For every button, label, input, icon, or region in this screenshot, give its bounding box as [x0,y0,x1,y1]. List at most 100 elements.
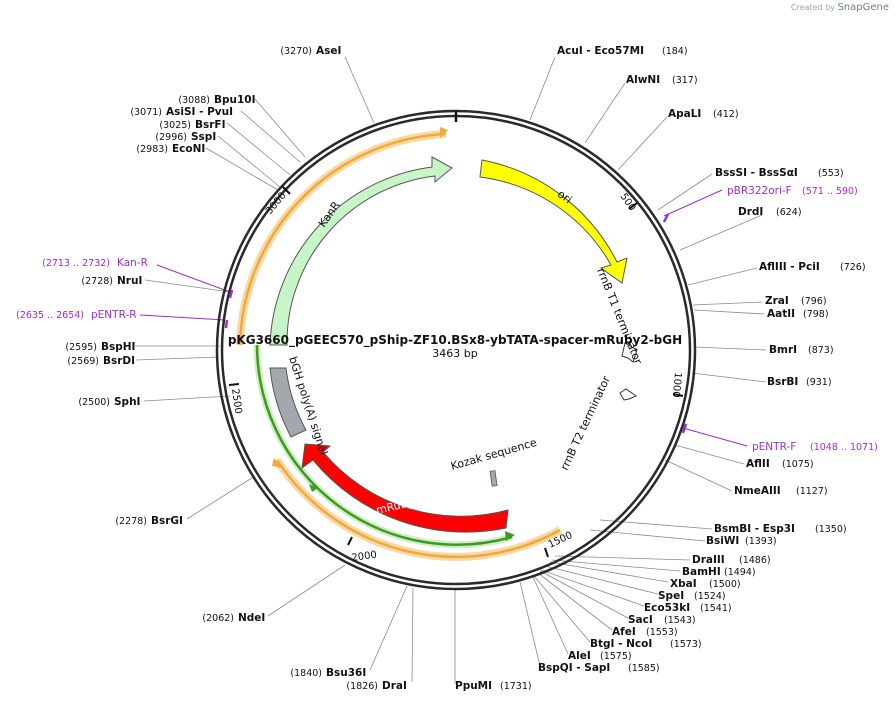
enzyme-position: (2728) [81,276,113,287]
enzyme-label[interactable]: SpeI [658,590,684,602]
ori-feature-arrow [479,159,628,284]
enzyme-position: (2569) [67,356,99,367]
enzyme-label[interactable]: AfeI [612,626,636,638]
rrnb-t2-terminator-arrow [619,388,638,401]
kozak-label: Kozak sequence [449,436,538,473]
kozak-feature [489,470,498,487]
enzyme-position: (1486) [739,555,771,566]
enzyme-label[interactable]: AleI [568,650,591,662]
primer-label[interactable]: pENTR-F [752,441,796,453]
orange-feature-arrowhead-2 [272,458,282,468]
enzyme-label[interactable]: BmrI [769,344,797,356]
enzyme-label[interactable]: BsrBI [767,376,798,388]
enzyme-label[interactable]: DraI [382,680,407,692]
enzyme-position: (2983) [136,144,168,155]
primer-position: (1048 .. 1071) [810,442,878,453]
credit-prefix: Created by [790,3,835,12]
bgh-polya-feature [269,367,307,438]
kanr-feature-arrow [269,156,453,346]
enzyme-position: (317) [672,75,698,86]
enzyme-position: (3025) [159,120,191,131]
enzyme-position: (873) [808,345,834,356]
enzyme-position: (1500) [709,579,741,590]
enzyme-label[interactable]: BtgI - NcoI [590,638,652,650]
enzyme-label[interactable]: BssSI - BssSαI [715,167,798,179]
enzyme-position: (1840) [290,668,322,679]
enzyme-leader-lines [135,56,767,684]
rrnb-t1-terminator-arrow [621,342,638,363]
orange-feature-arrowhead-1 [440,127,448,138]
enzyme-position: (798) [803,309,829,320]
tick-2500: 2500 [229,388,243,415]
green-feature-arc [255,344,513,546]
enzyme-label[interactable]: AflII [746,458,770,470]
enzyme-position: (1585) [628,663,660,674]
snapgene-credit: Created by SnapGene [791,2,889,13]
enzyme-position: (184) [662,46,688,57]
enzyme-label[interactable]: SspI [191,131,216,143]
enzyme-position: (1541) [700,603,732,614]
primer-label[interactable]: Kan-R [117,257,148,269]
enzyme-label[interactable]: Bsu36I [326,667,366,679]
tick-500: 500 [618,191,638,213]
enzyme-position: (624) [776,207,802,218]
enzyme-label[interactable]: ZraI [765,295,789,307]
primer-position: (2713 .. 2732) [42,258,110,269]
enzyme-label[interactable]: ApaLI [668,108,701,120]
enzyme-label[interactable]: EcoNI [172,143,205,155]
enzyme-position: (931) [806,377,832,388]
enzyme-label[interactable]: AsiSI - PvuI [166,106,233,118]
enzyme-position: (1573) [670,639,702,650]
enzyme-label[interactable]: BsrDI [103,355,135,367]
enzyme-label[interactable]: BspHI [101,341,135,353]
green-feature-arrowhead-2 [309,484,318,492]
enzyme-label[interactable]: PpuMI [455,680,492,692]
enzyme-position: (1350) [815,524,847,535]
enzyme-label[interactable]: AcuI - Eco57MI [557,45,644,57]
enzyme-position: (1731) [500,681,532,692]
enzyme-label[interactable]: BsiWI [706,535,739,547]
enzyme-label[interactable]: BsrFI [195,119,226,131]
enzyme-label[interactable]: DrdI [738,206,763,218]
enzyme-label[interactable]: AatII [767,308,795,320]
enzyme-label[interactable]: Bpu10I [214,94,256,106]
snapgene-logo-text: SnapGene [837,2,889,13]
enzyme-label[interactable]: DraIII [692,554,725,566]
enzyme-label[interactable]: AseI [316,45,341,57]
primer-label[interactable]: pENTR-R [91,309,137,321]
enzyme-label[interactable]: Eco53kI [644,602,690,614]
enzyme-position: (2278) [115,516,147,527]
enzyme-label[interactable]: BsmBI - Esp3I [714,523,795,535]
enzyme-position: (1075) [782,459,814,470]
enzyme-position: (1127) [796,486,828,497]
bp-ticks [228,186,684,558]
enzyme-label[interactable]: BspQI - SapI [538,662,610,674]
enzyme-label[interactable]: BsrGI [151,515,183,527]
tick-2000: 2000 [351,550,378,564]
orange-feature-arc-2 [275,459,561,559]
enzyme-label[interactable]: XbaI [670,578,697,590]
enzyme-position: (2500) [78,397,110,408]
primer-markers [224,213,688,434]
enzyme-position: (2062) [202,613,234,624]
enzyme-label[interactable]: NmeAIII [734,485,781,497]
enzyme-label[interactable]: SphI [114,396,140,408]
tick-1000: 1000 [670,372,683,398]
primer-label[interactable]: pBR322ori-F [727,185,792,197]
plasmid-size: 3463 bp [432,347,477,360]
enzyme-label[interactable]: SacI [628,614,653,626]
primer-labels: pBR322ori-F (571 .. 590) pENTR-F (1048 .… [16,185,878,453]
enzyme-label[interactable]: NdeI [238,612,265,624]
enzyme-label[interactable]: BamHI [682,566,721,578]
enzyme-position: (726) [840,262,866,273]
enzyme-position: (1524) [694,591,726,602]
enzyme-labels-right: AcuI - Eco57MI (184) AlwNI (317) ApaLI (… [455,45,866,692]
enzyme-position: (1494) [724,567,756,578]
enzyme-label[interactable]: AflIII - PciI [759,261,820,273]
primer-position: (2635 .. 2654) [16,310,84,321]
enzyme-position: (3270) [280,46,312,57]
enzyme-label[interactable]: NruI [117,275,142,287]
enzyme-label[interactable]: AlwNI [626,74,660,86]
green-feature-arrowhead [505,531,515,541]
